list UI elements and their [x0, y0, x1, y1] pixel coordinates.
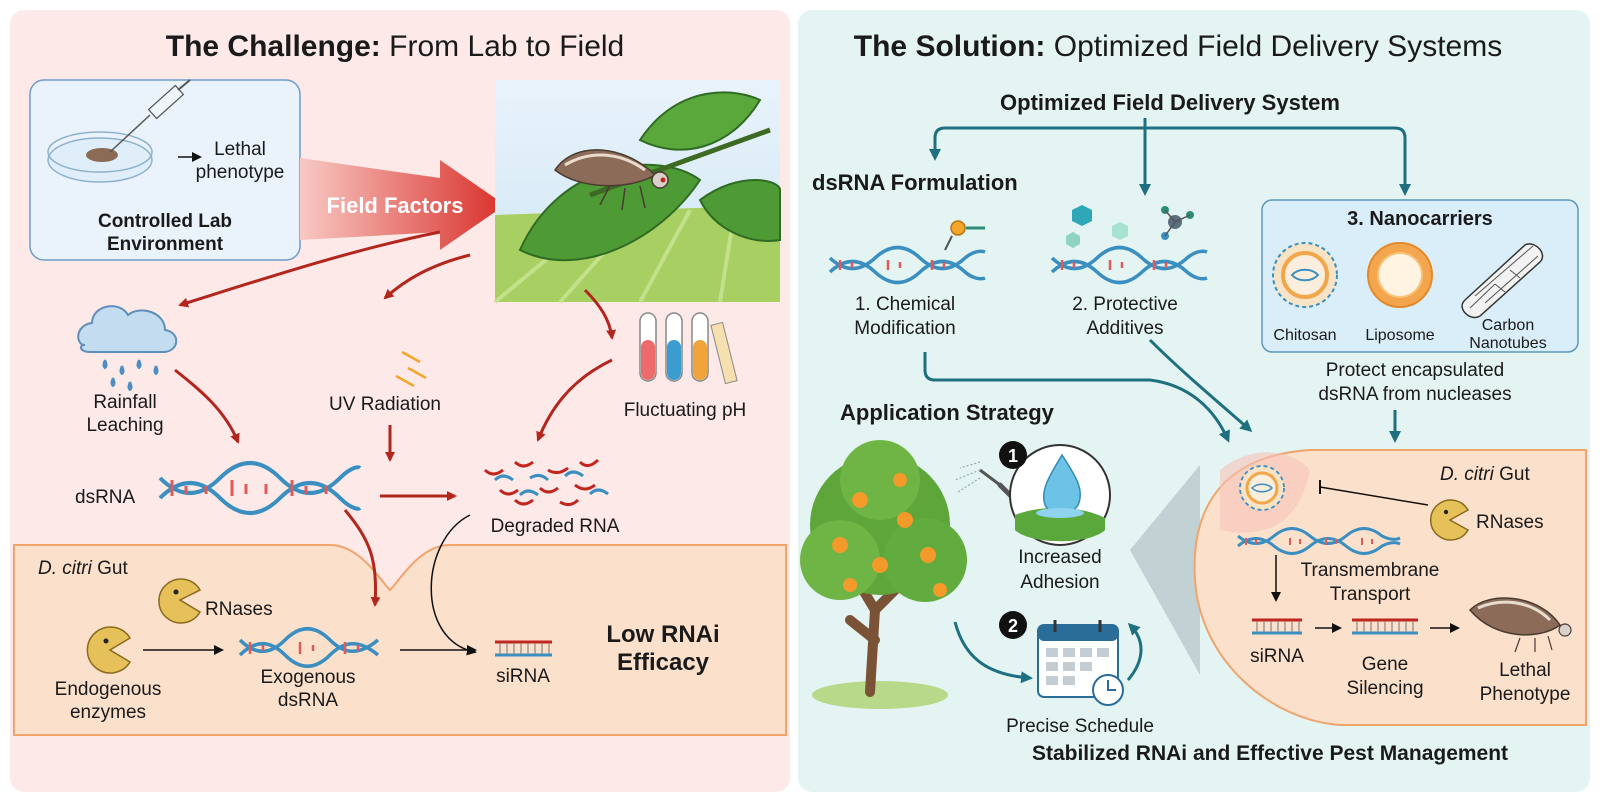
degraded-rna-label: Degraded RNA	[491, 516, 620, 537]
right-lethal-label-2: Phenotype	[1480, 684, 1571, 705]
rnase-pacman-icon	[158, 578, 202, 624]
arrow-ph-to-degraded	[536, 358, 613, 442]
lab-label-1: Controlled Lab	[98, 211, 232, 232]
nanocarriers-title: 3. Nanocarriers	[1347, 208, 1493, 230]
chitosan-label: Chitosan	[1273, 327, 1336, 344]
right-sirna-label: siRNA	[1250, 646, 1304, 667]
chitosan-icon	[1272, 242, 1338, 308]
additives-label-1: 2. Protective	[1072, 294, 1178, 315]
arrow-to-uv	[383, 253, 471, 300]
transport-label-1: Transmembrane	[1301, 560, 1440, 581]
right-lethal-label-1: Lethal	[1499, 660, 1551, 681]
degraded-rna-icon	[483, 458, 609, 507]
app-strategy-label: Application Strategy	[840, 400, 1055, 425]
carbon-label-1: Carbon	[1482, 317, 1534, 334]
left-sirna-label: siRNA	[496, 666, 550, 687]
left-panel: The Challenge: From Lab to Field Lethal …	[10, 10, 790, 792]
gene-silencing-icon	[1352, 618, 1418, 635]
gene-silencing-label-2: Silencing	[1346, 678, 1423, 699]
lab-label-2: Environment	[107, 234, 224, 255]
field-factors-label: Field Factors	[327, 193, 464, 218]
arrow-to-ph	[583, 288, 617, 340]
ph-label: Fluctuating pH	[624, 400, 747, 421]
modified-dsrna-icon	[828, 220, 986, 285]
chem-mod-label-1: 1. Chemical	[855, 294, 955, 315]
rain-cloud-icon	[77, 305, 178, 392]
right-sirna-icon	[1252, 618, 1302, 635]
arrow-chem-to-gut	[923, 352, 1230, 443]
schedule-label: Precise Schedule	[1006, 716, 1154, 737]
gene-silencing-label-1: Gene	[1362, 654, 1408, 675]
cycle-arrow	[1126, 622, 1143, 681]
left-rnases-label: RNases	[205, 599, 273, 620]
right-gut-label: D. citri Gut	[1440, 464, 1530, 485]
orange-tree-icon	[800, 440, 967, 709]
exogenous-label-1: Exogenous	[260, 667, 355, 688]
arrow-tree-to-calendar	[953, 621, 1033, 684]
low-efficacy-label-1: Low RNAi	[606, 621, 719, 648]
low-efficacy-label-2: Efficacy	[617, 649, 710, 676]
exogenous-helix-icon	[238, 627, 380, 668]
endogenous-label-2: enzymes	[70, 702, 146, 723]
uv-rays-icon	[395, 350, 427, 388]
carbon-nanotube-icon	[1461, 243, 1544, 319]
enzyme-pacman-icon	[86, 626, 132, 674]
branch-connector	[933, 126, 1407, 190]
endogenous-label-1: Endogenous	[55, 679, 162, 700]
psyllid-icon	[553, 149, 669, 211]
rainfall-label-1: Rainfall	[93, 392, 156, 413]
lethal-label-1: Lethal	[214, 139, 266, 160]
step-1-number: 1	[1008, 446, 1018, 466]
left-title: The Challenge: From Lab to Field	[166, 30, 624, 63]
membrane-helix-icon	[1237, 527, 1401, 555]
arrow-rain-to-dsrna	[174, 368, 240, 444]
exogenous-label-2: dsRNA	[278, 690, 339, 711]
calendar-icon	[1037, 620, 1124, 706]
dsrna-label: dsRNA	[75, 487, 136, 508]
adhesion-label-2: Adhesion	[1020, 572, 1099, 593]
right-panel: The Solution: Optimized Field Delivery S…	[798, 10, 1590, 792]
formulation-label: dsRNA Formulation	[812, 170, 1018, 195]
right-title: The Solution: Optimized Field Delivery S…	[854, 30, 1502, 63]
chem-mod-label-2: Modification	[854, 318, 955, 339]
dead-psyllid-icon	[1468, 597, 1572, 653]
carbon-label-2: Nanotubes	[1469, 335, 1546, 352]
step-2-badge	[999, 611, 1027, 639]
left-gut-region	[13, 544, 787, 736]
adhesion-label-1: Increased	[1018, 547, 1101, 568]
arrow-additives-to-gut	[1148, 338, 1253, 432]
protected-dsrna-icon	[1050, 205, 1208, 285]
adhesion-droplet-icon	[1009, 444, 1111, 546]
encapsulated-dsrna-icon	[1239, 465, 1285, 511]
arrow-degraded-to-sirna	[430, 514, 477, 656]
right-rnase-pacman-icon	[1430, 499, 1470, 541]
field-scene-image	[493, 80, 781, 304]
rainfall-label-2: Leaching	[86, 415, 163, 436]
additives-label-2: Additives	[1086, 318, 1163, 339]
step-1-badge	[999, 441, 1027, 469]
zoom-cone	[1130, 465, 1200, 675]
protect-label-2: dsRNA from nucleases	[1318, 384, 1511, 405]
liposome-icon	[1367, 242, 1433, 308]
test-tubes-icon	[639, 312, 738, 385]
footer-label: Stabilized RNAi and Effective Pest Manag…	[1032, 742, 1508, 765]
field-factors-arrow	[300, 158, 505, 250]
left-gut-label: D. citri Gut	[38, 558, 128, 579]
lethal-label-2: phenotype	[196, 162, 285, 183]
protect-label-1: Protect encapsulated	[1326, 360, 1505, 381]
arrow-dsrna-to-gut	[343, 509, 381, 607]
uv-label: UV Radiation	[329, 394, 441, 415]
transport-label-2: Transport	[1330, 584, 1411, 605]
delivery-system-label: Optimized Field Delivery System	[1000, 90, 1340, 115]
liposome-label: Liposome	[1365, 327, 1434, 344]
left-sirna-icon	[495, 640, 552, 657]
syringe-icon	[109, 79, 191, 153]
inhibition-line	[1319, 486, 1429, 506]
right-rnases-label: RNases	[1476, 512, 1544, 533]
dsrna-helix-icon	[158, 461, 362, 515]
step-2-number: 2	[1008, 616, 1018, 636]
arrow-to-rainfall	[178, 230, 441, 308]
